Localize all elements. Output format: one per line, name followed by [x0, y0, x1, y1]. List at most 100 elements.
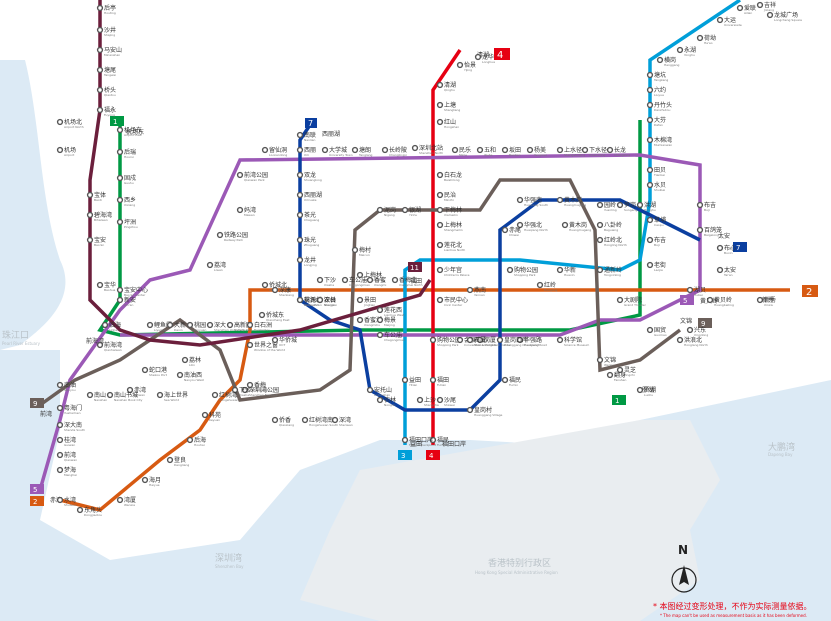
line-5-path — [38, 153, 702, 491]
station-label-en: Laojie — [654, 268, 663, 272]
station-marker-icon — [356, 316, 364, 324]
station-label: 福田口岸 — [409, 436, 433, 444]
station-label-en: Tongxinling — [603, 273, 621, 277]
svg-text:9: 9 — [33, 400, 37, 408]
station-marker-icon — [96, 46, 104, 54]
station-label-en: Huangmugang — [564, 203, 586, 207]
station-marker-icon — [436, 206, 444, 214]
station-marker-icon — [206, 321, 214, 329]
station-marker-icon — [596, 221, 604, 229]
compass-north-label: N — [678, 543, 688, 557]
station-label-en: Yinhu — [409, 213, 417, 217]
station-marker-icon — [296, 131, 304, 139]
station-label: 固戍 — [124, 174, 136, 182]
station-label: 景田 — [364, 297, 376, 304]
station-label: 上沙 — [424, 396, 436, 404]
station-label: 侨城北 — [269, 281, 287, 289]
station-label-en: Xiameilin — [444, 213, 458, 217]
station-marker-icon — [766, 11, 774, 19]
svg-text:新秀: 新秀 — [762, 296, 774, 304]
station-label-en: Qiaocheng North — [269, 288, 295, 292]
station-marker-icon — [436, 241, 444, 249]
station-label: 铁路公园 — [224, 231, 248, 239]
station-label: 梅景 — [384, 316, 396, 324]
station-label-en: Shangsha — [424, 403, 439, 407]
station-label: 机场 — [64, 146, 76, 154]
station-label: 上塘 — [444, 101, 456, 109]
station-marker-icon — [706, 296, 714, 304]
station-label: 八卦岭 — [604, 221, 622, 229]
station-label-en: Hi-Tech Park — [234, 328, 252, 332]
station-label-en: Liuyue — [654, 93, 664, 97]
station-marker-icon — [116, 126, 124, 134]
station-marker-icon — [506, 266, 514, 274]
station-label: 华强北 — [524, 221, 542, 229]
station-label: 黄贝岭 — [714, 296, 732, 304]
station-marker-icon — [271, 416, 279, 424]
station-label: 六约 — [654, 86, 666, 94]
station-label-en: University Town — [329, 153, 353, 157]
station-label: 深圳北站 — [419, 144, 443, 152]
station-label: 购物公园 — [514, 266, 538, 274]
line-9-path — [38, 178, 682, 407]
station-label-en: Civic Center — [444, 303, 463, 307]
station-label-en: Buji — [654, 243, 660, 247]
station-label: 南油西 — [184, 371, 202, 379]
station-label-en: Huaqiang Road — [524, 343, 547, 347]
station-label: 丹竹头 — [654, 101, 672, 109]
station-label: 湾厦 — [124, 496, 136, 504]
station-marker-icon — [596, 266, 604, 274]
station-label-en: Fanshen — [614, 378, 627, 382]
station-marker-icon — [86, 191, 94, 199]
station-label-en: Nonglin — [324, 303, 336, 307]
station-marker-icon — [436, 266, 444, 274]
line-11-path — [88, 0, 432, 347]
station-label: 皇岗村 — [474, 406, 492, 414]
station-label-en: Linhai — [109, 328, 118, 332]
station-label: 长岭陂 — [389, 146, 407, 154]
station-label-en: Airport North — [64, 125, 84, 129]
station-label-en: Honglang North — [684, 343, 708, 347]
station-label-en: Xiasha — [324, 283, 334, 287]
svg-text:1: 1 — [113, 118, 117, 126]
station-marker-icon — [376, 331, 384, 339]
station-label-en: Dengliang — [174, 463, 189, 467]
station-marker-icon — [466, 286, 474, 294]
station-marker-icon — [716, 266, 724, 274]
station-label-en: Futian Checkpoint — [409, 443, 437, 447]
station-label-en: Lingzhi — [624, 373, 635, 377]
station-marker-icon — [211, 391, 219, 399]
station-marker-icon — [271, 286, 279, 294]
station-label: 国贸 — [654, 326, 666, 334]
station-label-en: Baguaing — [604, 228, 618, 232]
station-marker-icon — [656, 56, 664, 64]
station-marker-icon — [246, 381, 254, 389]
station-label-en: Luohu — [644, 393, 653, 397]
